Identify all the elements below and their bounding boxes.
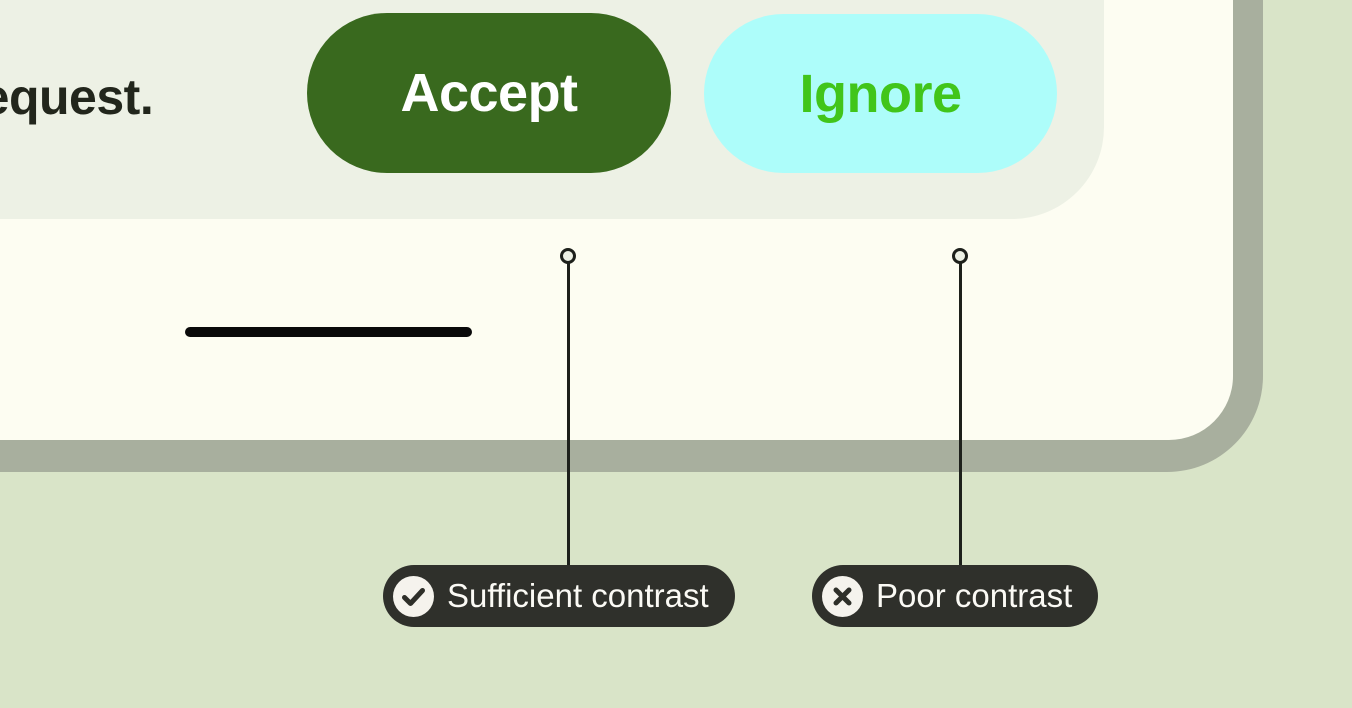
check-circle-icon (393, 575, 434, 617)
connector-dot-poor (952, 248, 968, 264)
connector-line-sufficient (567, 262, 570, 566)
x-circle-icon (822, 575, 863, 617)
sufficient-contrast-callout: Sufficient contrast (383, 565, 735, 627)
poor-contrast-label: Poor contrast (876, 577, 1073, 614)
message-text: a request. (0, 69, 154, 125)
device-screen: a request. Accept Ignore (0, 0, 1233, 440)
accept-button[interactable]: Accept (307, 13, 671, 173)
sufficient-contrast-label: Sufficient contrast (447, 577, 709, 614)
home-indicator (185, 327, 472, 337)
poor-contrast-callout: Poor contrast (812, 565, 1099, 627)
connector-line-poor (959, 262, 962, 566)
connector-dot-sufficient (560, 248, 576, 264)
ignore-button[interactable]: Ignore (704, 14, 1057, 173)
